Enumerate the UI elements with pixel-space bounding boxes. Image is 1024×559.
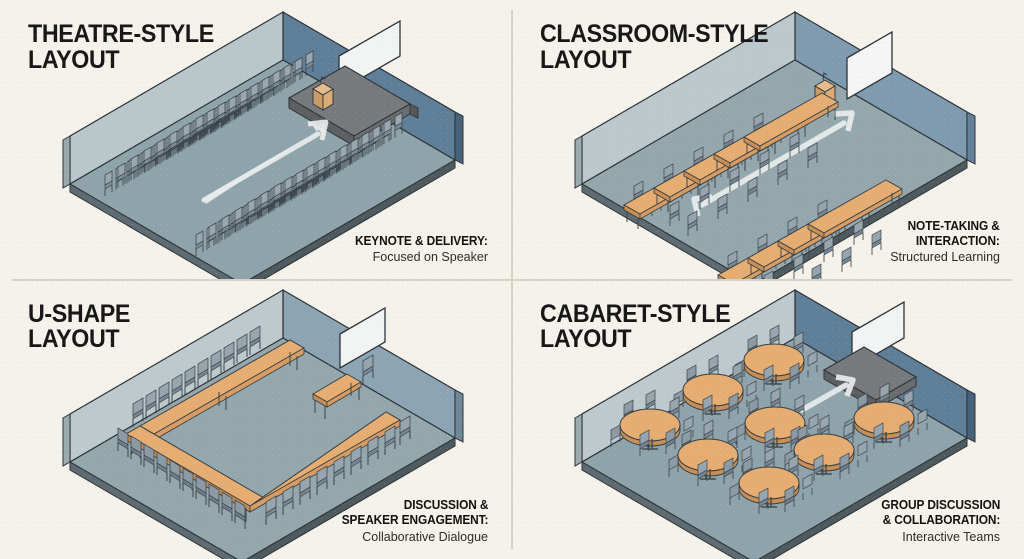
panel-caption-theatre: KEYNOTE & DELIVERY: Focused on Speaker <box>348 234 488 266</box>
panel-caption-u-shape: DISCUSSION & SPEAKER ENGAGEMENT: Collabo… <box>334 498 488 545</box>
panel-title-u-shape: U-SHAPE LAYOUT <box>28 299 131 353</box>
panel-title-theatre: THEATRE-STYLE LAYOUT <box>28 20 214 74</box>
panel-caption-classroom: NOTE-TAKING & INTERACTION: Structured Le… <box>890 219 1000 266</box>
caption-subtext: Structured Learning <box>890 250 1000 265</box>
panel-theatre: THEATRE-STYLE LAYOUT KEYNOTE & DELIVERY:… <box>0 0 512 280</box>
panel-title-cabaret: CABARET-STYLE LAYOUT <box>540 299 731 353</box>
u-shape-room-illustration <box>62 288 464 559</box>
theatre-room-illustration <box>62 10 464 280</box>
caption-heading: GROUP DISCUSSION & COLLABORATION: <box>880 498 1000 527</box>
caption-subtext: Focused on Speaker <box>372 250 488 265</box>
panel-u-shape: U-SHAPE LAYOUT DISCUSSION & SPEAKER ENGA… <box>0 280 512 559</box>
panel-caption-cabaret: GROUP DISCUSSION & COLLABORATION: Intera… <box>875 498 1000 545</box>
caption-subtext: Collaborative Dialogue <box>362 529 488 544</box>
panel-classroom: CLASSROOM-STYLE LAYOUT NOTE-TAKING & INT… <box>512 0 1024 280</box>
panel-cabaret: CABARET-STYLE LAYOUT GROUP DISCUSSION & … <box>512 280 1024 559</box>
divider-horizontal <box>12 279 1012 281</box>
caption-heading: NOTE-TAKING & INTERACTION: <box>907 218 1000 248</box>
panel-title-classroom: CLASSROOM-STYLE LAYOUT <box>540 20 769 74</box>
cabaret-room-illustration <box>574 288 976 559</box>
caption-heading: DISCUSSION & SPEAKER ENGAGEMENT: <box>341 498 488 527</box>
caption-heading: KEYNOTE & DELIVERY: <box>355 233 488 248</box>
caption-subtext: Interactive Teams <box>902 529 1000 544</box>
classroom-room-illustration <box>574 10 976 280</box>
